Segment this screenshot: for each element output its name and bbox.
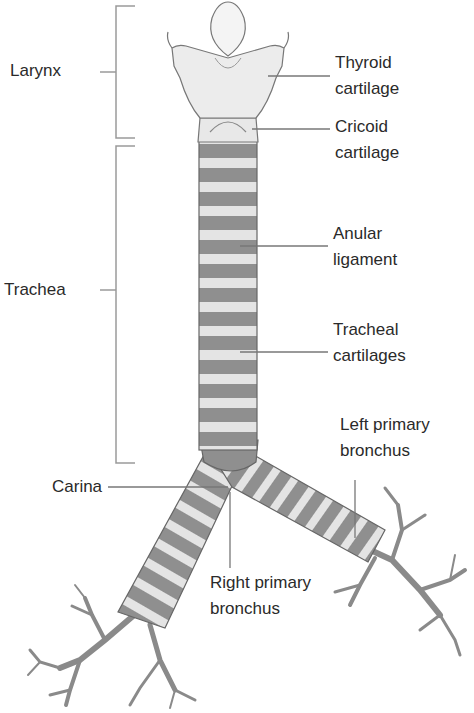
part-label: Right primary bronchus [210,570,322,622]
left-bronchus [214,455,385,562]
region-label: Larynx [10,58,100,84]
part-label: Thyroid cartilage [335,50,435,102]
part-label: Anular ligament [333,221,433,273]
part-label: Left primary bronchus [340,412,452,464]
part-label: Carina [52,474,107,500]
bronchial-tree [28,488,465,708]
epiglottis-shape [211,2,246,56]
trachea-tube [199,140,257,450]
bracket [100,6,135,463]
cricoid-shape [198,118,258,142]
region-label: Trachea [4,277,99,303]
part-label: Cricoid cartilage [335,114,435,166]
leader-line [108,76,355,568]
part-label: Tracheal cartilages [333,317,443,369]
